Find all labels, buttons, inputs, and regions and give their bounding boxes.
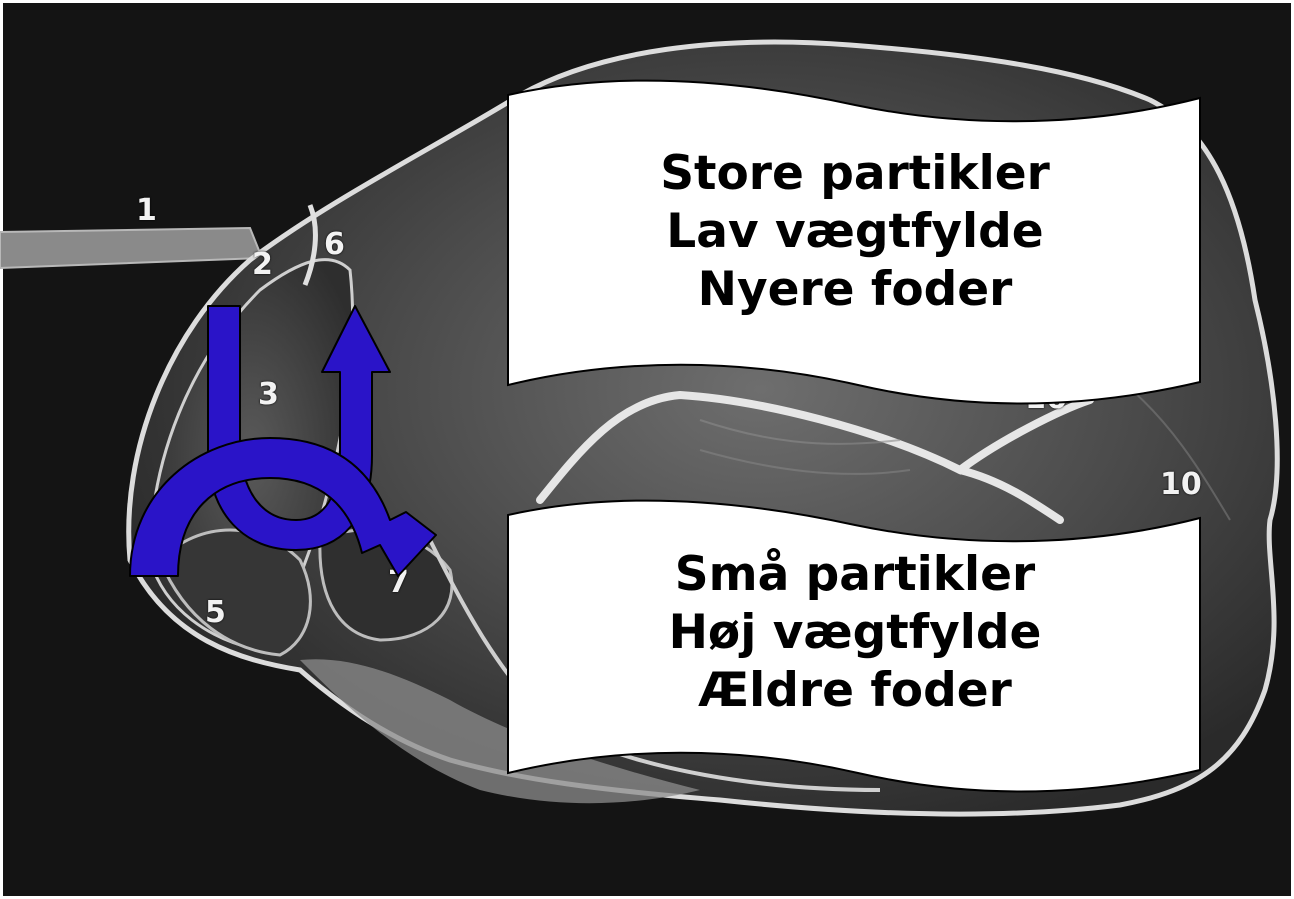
bottom-banner-line-2: Høj vægtfylde [510,604,1200,662]
top-banner: Store partikler Lav vægtfylde Nyere fode… [510,145,1200,319]
bottom-banner-line-3: Ældre foder [510,662,1200,720]
bottom-banner-line-1: Små partikler [510,546,1200,604]
top-banner-line-1: Store partikler [510,145,1200,203]
bottom-banner: Små partikler Høj vægtfylde Ældre foder [510,546,1200,720]
top-banner-line-3: Nyere foder [510,261,1200,319]
top-banner-line-2: Lav vægtfylde [510,203,1200,261]
